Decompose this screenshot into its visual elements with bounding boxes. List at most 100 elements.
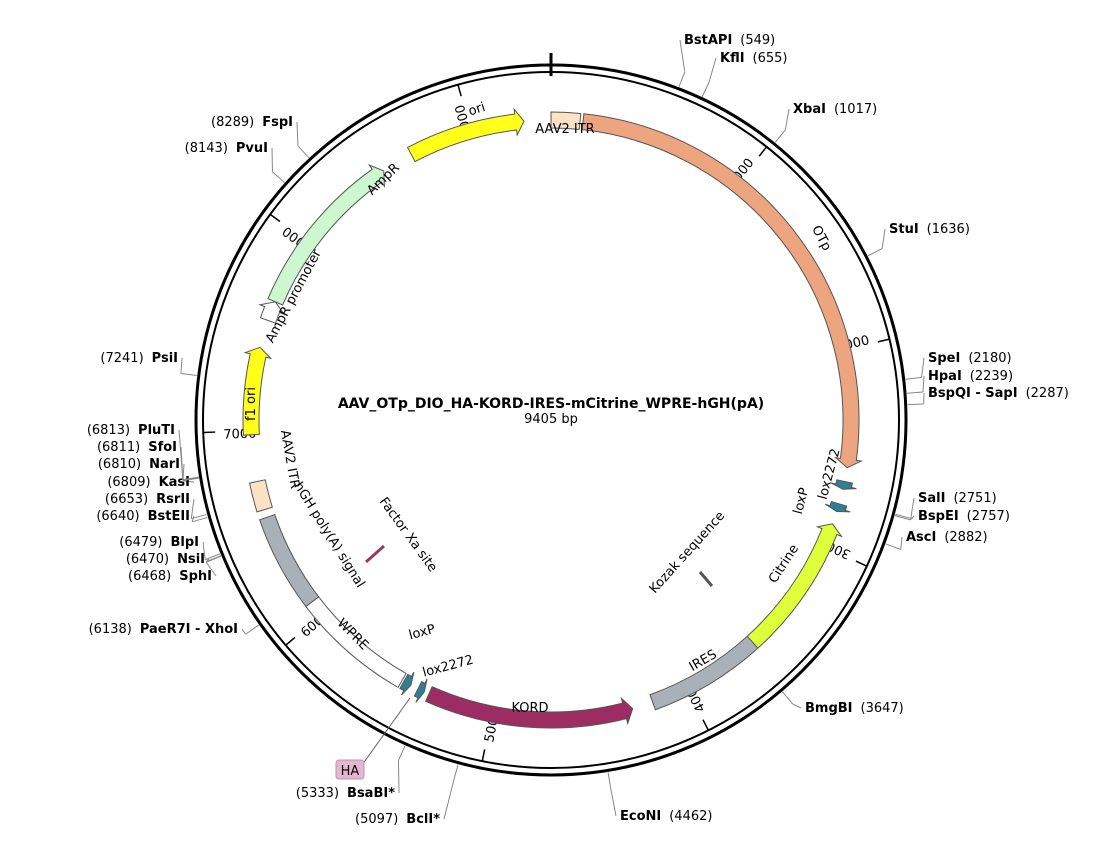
tick-mark [481,749,486,762]
site-label: (5097)BclI* [355,812,440,827]
site-tick [907,403,924,406]
site-label: SpeI(2180) [928,351,1012,366]
feature-label-kord: KORD [511,701,548,716]
site-econi: EcoNI(4462) [607,772,712,824]
site-label: BmgBI(3647) [805,701,904,716]
feature-f1-ori [242,346,273,436]
feature-ampr-promoter [258,301,286,324]
tick-mark [855,560,868,567]
site-tick [192,516,208,523]
site-label: StuI(1636) [889,222,970,237]
ha-leader [361,697,411,766]
feature-label-loxp: loxP [791,486,812,516]
site-tick [245,624,260,635]
feature-label-lox2272: lox2272 [421,653,475,681]
map-center: AAV_OTp_DIO_HA-KORD-IRES-mCitrine_WPRE-h… [338,396,764,427]
site-leader [792,703,802,709]
site-asci: AscI(2882) [885,530,988,550]
site-paer7i-xhoi: (6138)PaeR7I - XhoI [89,622,260,637]
site-leader [910,515,915,521]
site-tick [453,764,459,781]
site-tick [607,772,612,789]
site-tick [906,391,923,394]
site-label: (6653)RsrII [105,492,190,507]
site-tick [701,81,710,97]
plasmid-title: AAV_OTp_DIO_HA-KORD-IRES-mCitrine_WPRE-h… [338,396,764,412]
feature-otp [581,113,864,469]
site-tick [894,515,911,521]
site-tick [895,513,911,519]
site-nsii: (6470)NsiI [126,552,221,567]
feature-lox2272 [413,678,428,703]
site-bcli: (5097)BclI* [355,764,459,827]
site-nari: (6810)NarI [98,457,199,481]
kozak-label: Kozak sequence [647,509,728,597]
site-bstapi: BstAPI(549) [678,33,775,87]
site-label: SalI(2751) [918,491,997,506]
feature-kord [424,686,634,729]
site-label: KflI(655) [720,51,788,66]
tick-mark [758,146,768,157]
site-tick [182,476,199,481]
site-label: AscI(2882) [906,530,988,545]
site-label: XbaI(1017) [793,102,877,117]
factor-xa-label: Factor Xa site [376,495,440,575]
tick-mark [285,636,296,646]
site-leader [182,480,195,483]
site-xbai: XbaI(1017) [774,102,877,143]
feature-label-loxp: loxP [407,622,437,643]
site-label: (6479)BlpI [119,535,199,550]
site-tick [782,691,794,705]
site-leader [922,375,925,393]
feature-lox2272 [830,479,857,490]
feature-label-lox2272: lox2272 [816,447,844,501]
feature-loxp [399,671,415,696]
ha-tag-box [335,759,365,780]
site-blpi: (6479)BlpI [119,535,221,561]
site-label: (6640)BstEII [96,509,190,524]
site-leader [205,561,217,577]
site-pluti: (6813)PluTI [87,423,199,481]
site-label: BspQI - SapI(2287) [928,386,1069,401]
site-leader [202,541,206,560]
site-fspi: (8289)FspI [211,115,310,159]
feature-ires [649,635,759,711]
site-label: (6810)NarI [98,457,180,472]
site-leader [784,108,790,130]
site-kasi: (6809)KasI [107,475,199,490]
site-leader [241,628,247,635]
site-label: BspEI(2757) [918,509,1010,524]
feature-label-ori: ori [467,100,488,119]
restriction-sites: BstAPI(549) KflI(655) XbaI(1017) StuI(1636)… [87,33,1069,827]
site-leader [397,760,400,794]
site-leader [178,429,184,480]
site-sali: SalI(2751) [895,491,997,519]
site-bsteii: (6640)BstEII [96,509,208,524]
site-leader [679,39,686,72]
site-leader [180,357,183,374]
tick-mark [702,719,710,731]
site-label: HpaI(2239) [928,369,1013,384]
site-label: (8143)PvuI [185,141,268,156]
kozak-mark [698,571,714,587]
site-leader [921,357,925,378]
ha-tag-label: HA [341,764,360,779]
site-leader [443,779,455,820]
site-leader [881,228,886,249]
site-label: BstAPI(549) [684,33,775,48]
feature-label-aav2-itr: AAV2 ITR [535,122,594,137]
site-spei: SpeI(2180) [905,351,1012,380]
site-stui: StuI(1636) [867,222,970,257]
site-leader [708,57,717,83]
site-tick [204,553,221,561]
site-tick [297,145,310,159]
site-leader [190,498,195,519]
site-bspqi-sapi: BspQI - SapI(2287) [907,386,1069,406]
site-label: (6813)PluTI [87,423,175,438]
site-label: (6138)PaeR7I - XhoI [89,622,238,637]
site-tick [272,171,285,183]
tick-mark [269,213,281,223]
site-tick [191,513,207,520]
site-tick [905,376,922,380]
